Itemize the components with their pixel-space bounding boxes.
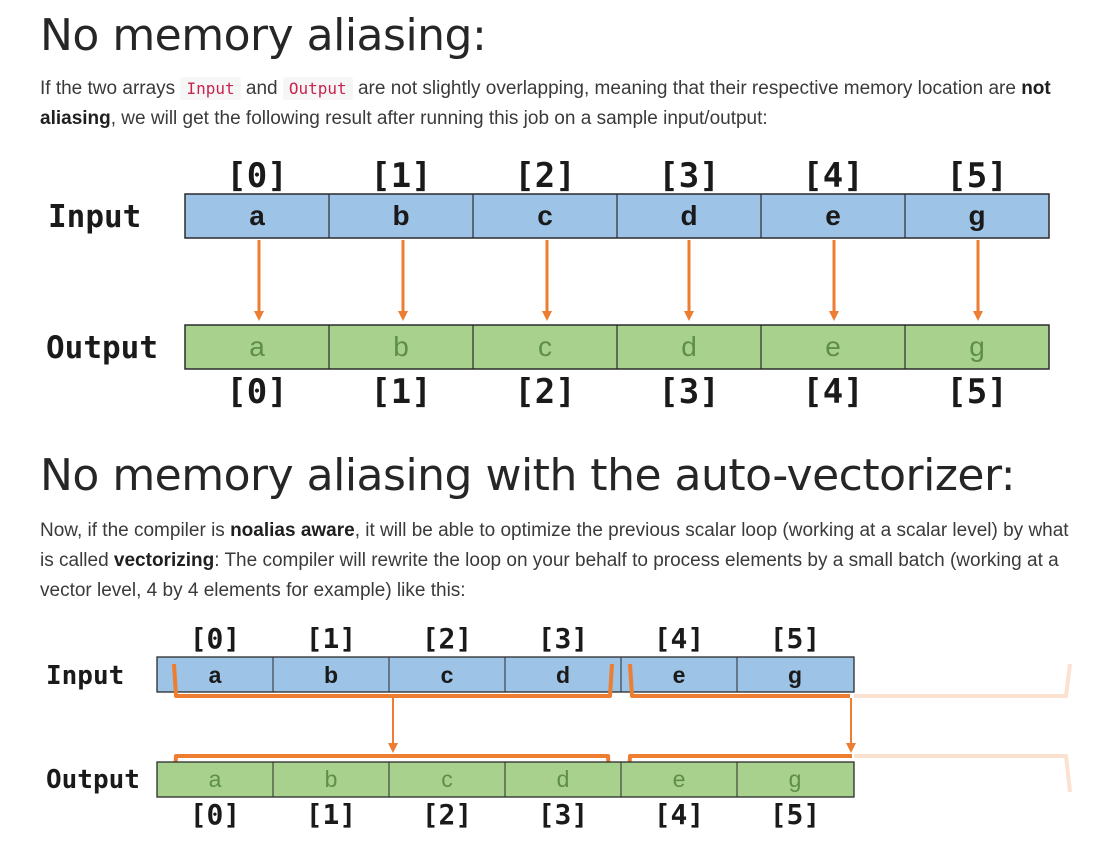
input-cell: a	[209, 662, 222, 688]
index-label: [5]	[770, 622, 821, 655]
output-cell: a	[209, 766, 222, 792]
input-batch-1-bracket	[172, 663, 614, 698]
input-batch-2-bracket	[628, 663, 850, 698]
index-label: [2]	[422, 798, 473, 831]
input-cell: e	[825, 200, 841, 231]
index-label: [5]	[770, 798, 821, 831]
output-row-label: Output	[46, 765, 140, 795]
para-text: Now, if the compiler is	[40, 520, 231, 541]
bold-not-aliasing: not aliasing	[40, 78, 1051, 129]
index-label: [1]	[306, 798, 357, 831]
para-text: , it will be able to optimize the previo…	[40, 520, 1069, 571]
index-label: [0]	[226, 156, 287, 196]
scalar-copy-diagram: [0] [1] [2] [3] [4] [5] Input a b c d e …	[46, 156, 1050, 412]
section-paragraph-no-aliasing: If the two arrays Input and Output are n…	[40, 74, 1085, 134]
output-cell: b	[325, 766, 338, 792]
output-cell: d	[557, 766, 570, 792]
output-cell: c	[538, 331, 552, 362]
input-cell: d	[556, 662, 570, 688]
output-row-label: Output	[46, 330, 158, 366]
input-cell: g	[788, 662, 802, 688]
inline-code-input: Input	[180, 77, 241, 100]
input-array: a b c d e g	[184, 193, 1050, 239]
index-label: [2]	[514, 156, 575, 196]
input-cell: c	[441, 662, 454, 688]
index-label: [0]	[190, 798, 241, 831]
output-cell: a	[249, 331, 265, 362]
index-label: [0]	[226, 372, 287, 412]
input-cell: d	[680, 200, 697, 231]
output-array: a b c d e g	[184, 324, 1050, 370]
inline-code-output: Output	[282, 77, 353, 100]
index-label: [3]	[658, 372, 719, 412]
top-indices-row: [0] [1] [2] [3] [4] [5]	[226, 156, 1007, 196]
input-cell: a	[249, 200, 265, 231]
input-cell: e	[673, 662, 686, 688]
index-label: [4]	[802, 156, 863, 196]
output-cell: g	[789, 766, 802, 792]
bottom-indices-row: [0] [1] [2] [3] [4] [5]	[190, 798, 821, 831]
vectorized-copy-diagram: [0] [1] [2] [3] [4] [5] Input a b c d e …	[46, 622, 1072, 831]
section-paragraph-vectorizer: Now, if the compiler is noalias aware, i…	[40, 516, 1085, 606]
para-text: If the two arrays	[40, 78, 181, 99]
output-cell: e	[825, 331, 841, 362]
para-text: , we will get the following result after…	[110, 108, 768, 129]
index-label: [4]	[802, 372, 863, 412]
index-label: [4]	[654, 798, 705, 831]
output-cell: d	[681, 331, 697, 362]
vector-copy-arrows	[388, 698, 856, 753]
bold-vectorizing: vectorizing	[113, 550, 215, 571]
output-cell: b	[393, 331, 409, 362]
output-cell: g	[969, 331, 985, 362]
index-label: [3]	[538, 798, 589, 831]
index-label: [4]	[654, 622, 705, 655]
para-text: are not slightly overlapping, meaning th…	[352, 78, 1022, 99]
output-array: a b c d e g	[156, 761, 855, 798]
output-cell: e	[673, 766, 686, 792]
index-label: [2]	[514, 372, 575, 412]
input-cell: c	[537, 200, 553, 231]
bold-noalias-aware: noalias aware	[230, 520, 355, 541]
index-label: [1]	[370, 156, 431, 196]
input-array: a b c d e g	[156, 656, 855, 693]
output-cell: c	[441, 766, 453, 792]
section-heading-no-aliasing: No memory aliasing:	[40, 10, 487, 61]
bottom-indices-row: [0] [1] [2] [3] [4] [5]	[226, 372, 1007, 412]
section-heading-vectorizer: No memory aliasing with the auto-vectori…	[40, 450, 1016, 501]
index-label: [3]	[538, 622, 589, 655]
input-batch-2-bracket-faded	[854, 663, 1072, 698]
index-label: [2]	[422, 622, 473, 655]
index-label: [1]	[306, 622, 357, 655]
index-label: [0]	[190, 622, 241, 655]
input-cell: b	[324, 662, 338, 688]
input-cell: g	[968, 200, 985, 231]
output-batch-2-bracket-faded	[854, 754, 1072, 793]
copy-arrows	[254, 240, 983, 321]
index-label: [3]	[658, 156, 719, 196]
index-label: [5]	[946, 372, 1007, 412]
para-text: and	[240, 78, 283, 99]
input-cell: b	[392, 200, 409, 231]
input-row-label: Input	[46, 661, 124, 691]
index-label: [1]	[370, 372, 431, 412]
para-text: : The compiler will rewrite the loop on …	[40, 550, 1059, 601]
index-label: [5]	[946, 156, 1007, 196]
top-indices-row: [0] [1] [2] [3] [4] [5]	[190, 622, 821, 655]
input-row-label: Input	[48, 199, 141, 235]
